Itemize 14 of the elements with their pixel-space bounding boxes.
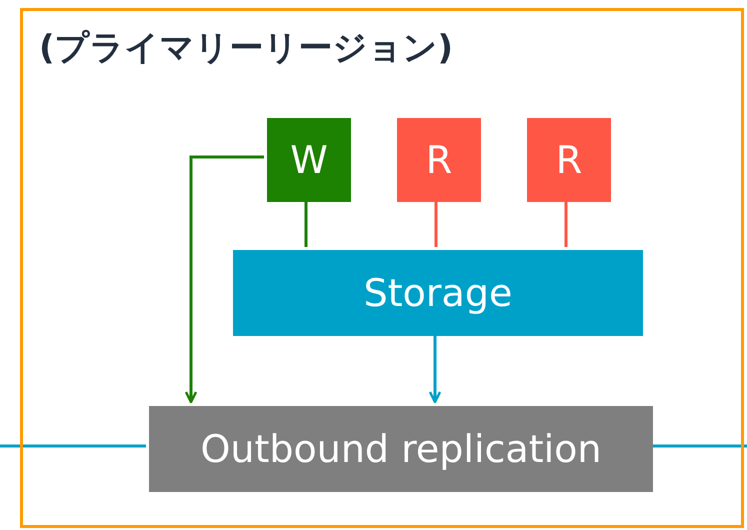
region-title: (プライマリーリージョン) — [39, 27, 454, 70]
arrow — [184, 156, 264, 404]
region-frame — [20, 8, 744, 528]
box-label: W — [290, 138, 328, 182]
box-label: R — [556, 138, 582, 182]
box-label: R — [426, 138, 452, 182]
connector-line — [0, 444, 146, 448]
reader-box — [397, 118, 481, 202]
reader-box — [527, 118, 611, 202]
writer-box — [267, 118, 351, 202]
box-label: Outbound replication — [200, 427, 602, 471]
process-box — [149, 406, 653, 492]
box-label: Storage — [364, 271, 512, 315]
storage-box — [233, 250, 643, 336]
